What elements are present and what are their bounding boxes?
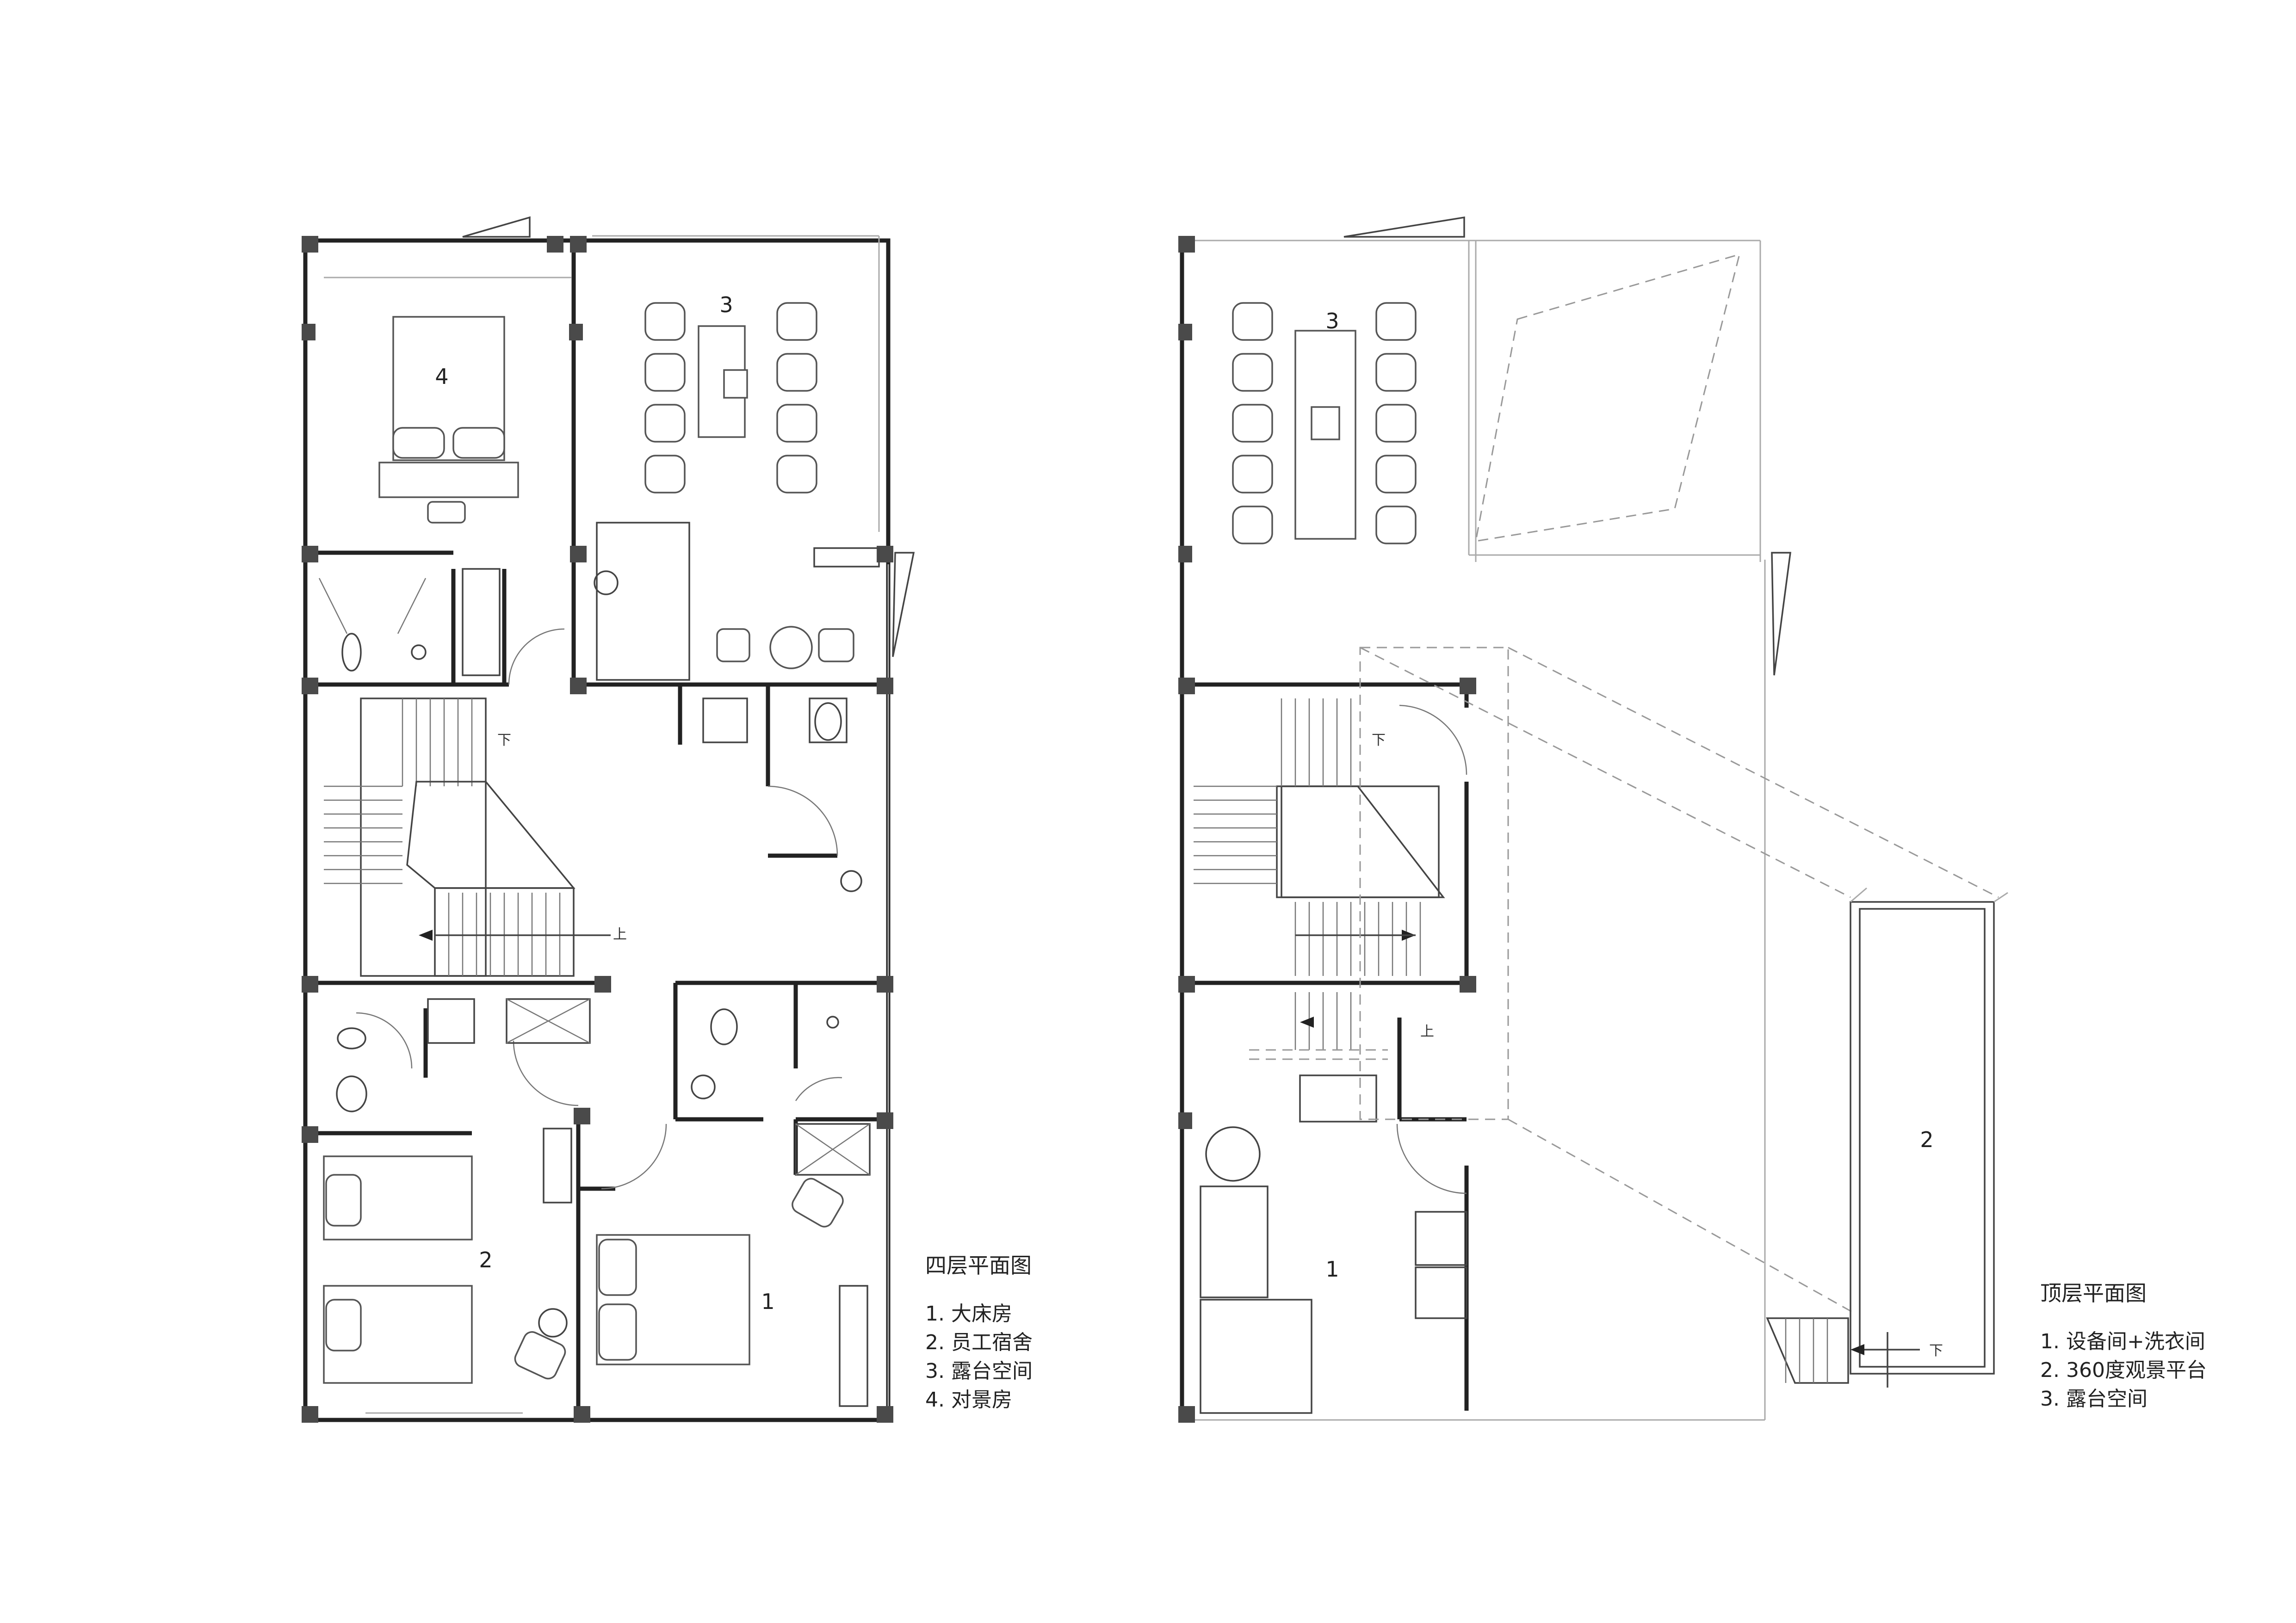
structural-columns	[1178, 236, 1476, 1423]
stair-mark: 下	[1929, 1343, 1943, 1359]
equipment-room-fixtures	[1200, 1074, 1467, 1414]
room-number: 2	[1920, 1127, 1933, 1152]
room-number: 3	[719, 292, 733, 317]
outer-walls	[1180, 240, 1766, 1421]
stair-mark: 下	[1372, 732, 1386, 748]
legend-item: 1. 设备间+洗衣间	[2040, 1330, 2205, 1353]
window-wedge	[1343, 216, 1465, 238]
window-wedge	[462, 216, 531, 238]
structural-columns	[302, 236, 893, 1423]
legend-roof-floor: 顶层平面图 1. 设备间+洗衣间 2. 360度观景平台 3. 露台空间	[2040, 1277, 2207, 1413]
terrace-furniture	[1232, 302, 1417, 544]
interior-walls	[1182, 682, 1469, 1411]
legend-item: 2. 员工宿舍	[925, 1331, 1033, 1354]
room-number: 1	[1325, 1257, 1339, 1282]
bedroom-4-furniture	[341, 316, 519, 676]
overhead-projections	[1359, 253, 1999, 1314]
legend-item: 4. 对景房	[925, 1388, 1012, 1412]
bedroom-1-furniture	[596, 1178, 868, 1407]
room-number: 1	[761, 1289, 774, 1314]
roof-floor-plan: 1 2 3 下 上 下	[1178, 216, 2008, 1423]
window-wedge	[892, 552, 915, 657]
legend-item: 3. 露台空间	[925, 1359, 1033, 1383]
room-number: 3	[1325, 309, 1339, 333]
room-numbers-fourth: 1 2 3 4 下 上	[435, 292, 774, 1314]
legend-title: 顶层平面图	[2040, 1281, 2147, 1306]
bedroom-2-furniture	[323, 1128, 572, 1384]
viewing-platform	[1766, 887, 2008, 1388]
window-wedge	[1771, 552, 1791, 676]
fourth-floor-plan: 1 2 3 4 下 上	[302, 216, 915, 1423]
stairs	[324, 697, 611, 977]
door-swings	[318, 578, 842, 1190]
room-numbers-roof: 1 2 3 下 上 下	[1325, 309, 1943, 1359]
room-number: 4	[435, 364, 448, 389]
legend-title: 四层平面图	[925, 1253, 1032, 1278]
legend-fourth-floor: 四层平面图 1. 大床房 2. 员工宿舍 3. 露台空间 4. 对景房	[925, 1249, 1033, 1414]
terrace-furniture	[594, 302, 880, 681]
legend-item: 3. 露台空间	[2040, 1387, 2147, 1411]
legend-item: 2. 360度观景平台	[2040, 1358, 2207, 1382]
stair-mark: 上	[613, 926, 627, 943]
bathroom-fixtures	[336, 697, 871, 1176]
room-number: 2	[479, 1247, 492, 1272]
interior-walls	[305, 241, 888, 1420]
legend-item: 1. 大床房	[925, 1302, 1012, 1326]
stair-mark: 下	[497, 732, 511, 748]
stair-mark: 上	[1420, 1024, 1434, 1040]
